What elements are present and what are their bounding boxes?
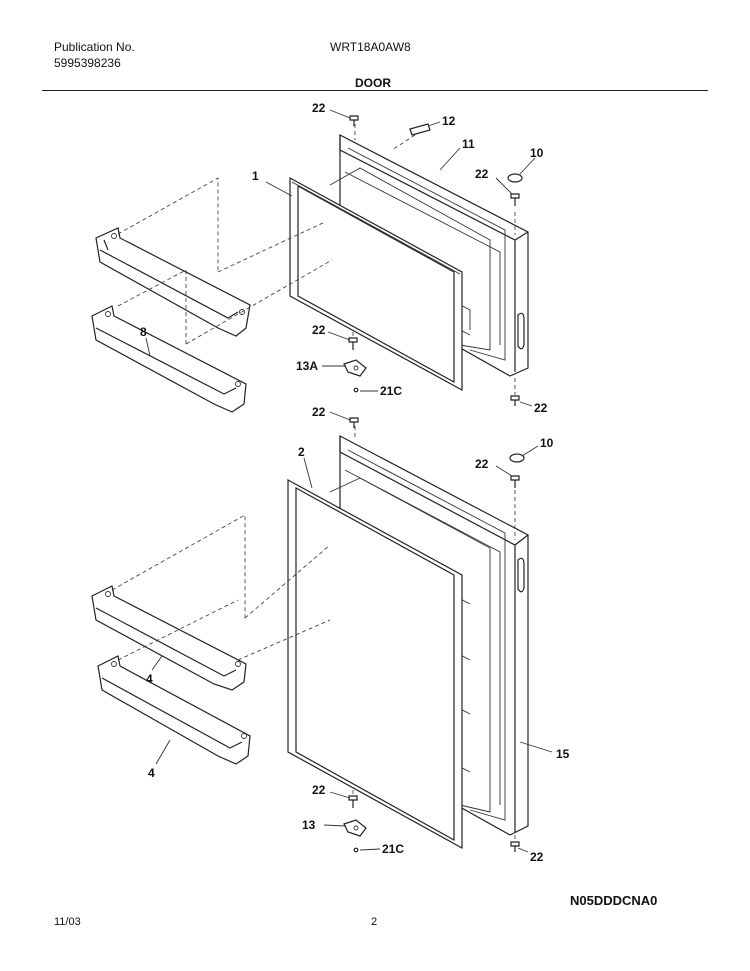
page-number: 2 bbox=[371, 916, 378, 928]
hinge-screw-icon bbox=[348, 795, 358, 808]
header-divider bbox=[42, 90, 708, 91]
hinge-screw-icon bbox=[349, 115, 359, 126]
callout-1: 1 bbox=[252, 169, 259, 183]
washer-icon bbox=[353, 847, 359, 853]
callout-22: 22 bbox=[530, 850, 544, 864]
callout-22: 22 bbox=[534, 401, 548, 415]
freezer-shelf-lower bbox=[91, 305, 247, 413]
publication-number: 5995398236 bbox=[54, 56, 121, 70]
section-title: DOOR bbox=[355, 76, 391, 90]
diagram-code: N05DDDCNA0 bbox=[570, 893, 658, 908]
freezer-shelf-upper bbox=[95, 227, 251, 337]
hinge-bracket-icon bbox=[343, 359, 367, 377]
publication-label: Publication No. bbox=[54, 40, 135, 54]
fresh-food-gasket bbox=[287, 478, 463, 850]
callout-22: 22 bbox=[312, 101, 326, 115]
hinge-screw-icon bbox=[510, 395, 520, 406]
hinge-screw-icon bbox=[510, 841, 520, 852]
callout-2: 2 bbox=[298, 445, 305, 459]
callout-4: 4 bbox=[148, 766, 155, 780]
hinge-screw-icon bbox=[348, 337, 358, 350]
freezer-gasket bbox=[289, 176, 463, 392]
callout-22: 22 bbox=[475, 167, 489, 181]
callout-22: 22 bbox=[312, 783, 326, 797]
callout-13a: 13A bbox=[296, 359, 318, 373]
callout-21c: 21C bbox=[380, 384, 402, 398]
callout-22: 22 bbox=[475, 457, 489, 471]
hinge-screw-icon bbox=[510, 475, 520, 488]
hole-plug-icon bbox=[509, 453, 525, 463]
model-number: WRT18A0AW8 bbox=[330, 40, 411, 54]
hole-plug-icon bbox=[507, 173, 523, 183]
callout-21c: 21C bbox=[382, 842, 404, 856]
callout-10: 10 bbox=[530, 146, 544, 160]
callout-4: 4 bbox=[146, 672, 153, 686]
door-stop-icon bbox=[409, 123, 431, 136]
callout-15: 15 bbox=[556, 747, 570, 761]
callout-22: 22 bbox=[312, 323, 326, 337]
footer-date: 11/03 bbox=[54, 916, 81, 928]
callout-22: 22 bbox=[312, 405, 326, 419]
freezer-door-assembly bbox=[289, 134, 529, 392]
callout-12: 12 bbox=[442, 114, 456, 128]
hinge-screw-icon bbox=[510, 193, 520, 206]
hinge-bracket-icon bbox=[343, 819, 367, 837]
washer-icon bbox=[353, 387, 359, 393]
fresh-food-door-assembly bbox=[287, 435, 529, 850]
callout-8: 8 bbox=[140, 325, 147, 339]
hinge-screw-icon bbox=[349, 417, 359, 428]
callout-11: 11 bbox=[462, 137, 475, 151]
callout-13: 13 bbox=[302, 818, 316, 832]
callout-10: 10 bbox=[540, 436, 554, 450]
